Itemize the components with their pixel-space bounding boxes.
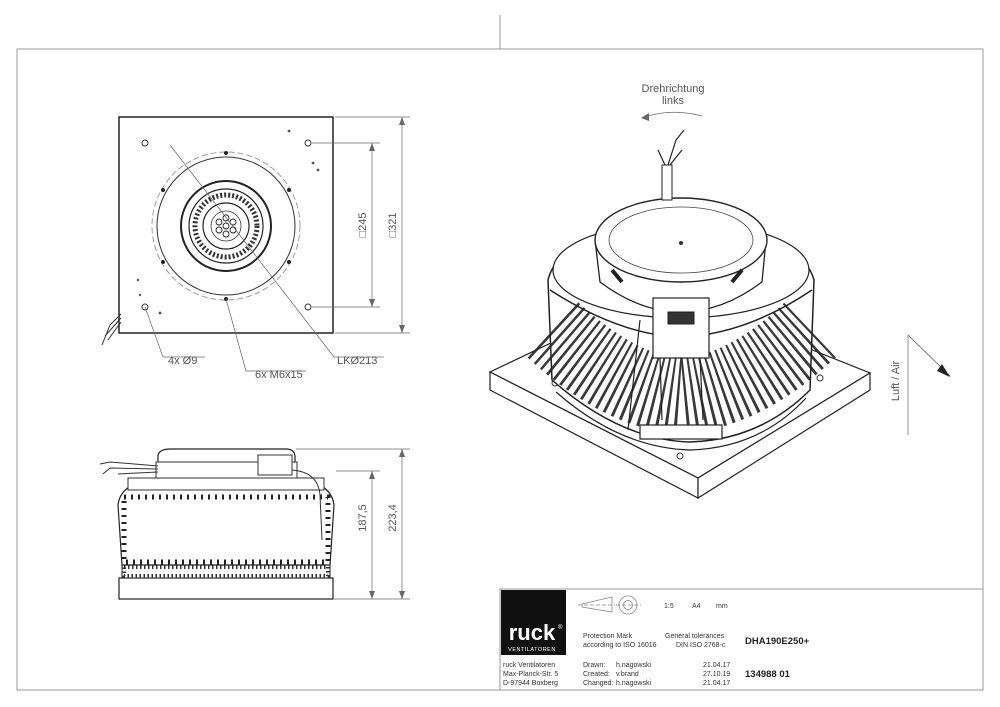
hub-bolts (215, 214, 237, 238)
iso-motor-cap-top (594, 197, 768, 283)
outer-housing-ring (156, 156, 296, 296)
mount-hole (141, 303, 149, 311)
changed-by: h.nagowski (616, 680, 651, 687)
iso-cap-center (679, 241, 683, 245)
top-view: □245 □321 4x Ø9 6x M6x15 LKØ213 (101, 116, 410, 381)
rotation-label-line2: links (662, 95, 685, 107)
changed-date: 21.04.17 (703, 680, 730, 687)
callout-bolt-circle: LKØ213 (337, 355, 377, 367)
side-view: 187,5 223,4 (99, 448, 410, 600)
dim-height-body: 187,5 (357, 504, 369, 532)
iso-motor-cap-inner (608, 206, 754, 274)
paper-size: A4 (692, 603, 701, 610)
mount-hole (304, 303, 312, 311)
motor-hub (202, 202, 250, 250)
dimension-arrows-side (369, 449, 405, 599)
iso-housing-bottom (555, 391, 807, 451)
company-line2: Max-Planck-Str. 5 (503, 671, 558, 678)
callout-holes: 4x Ø9 (168, 355, 197, 367)
rotation-arrow (644, 111, 703, 118)
iso-cable-lines (627, 319, 704, 431)
created-by: v.brand (616, 671, 639, 678)
drawn-date: 21.04.17 (703, 662, 730, 669)
mount-hole (304, 139, 312, 147)
drawn-label: Drawn: (583, 662, 605, 669)
iso-connector-window (667, 311, 695, 325)
company-logo (501, 590, 566, 655)
iso-connector-box (652, 297, 710, 359)
side-connector-box (257, 454, 293, 476)
side-base-plate (118, 577, 334, 600)
tolerances-line2: DIN ISO 2768-c (676, 642, 726, 649)
dim-height-total: 223,4 (387, 504, 399, 532)
part-number: 134988 01 (745, 669, 791, 680)
drawn-by: h.nagowski (616, 662, 651, 669)
callout-threads: 6x M6x15 (255, 369, 303, 381)
side-housing-fins (121, 494, 331, 565)
rotation-arrow-head (641, 113, 649, 121)
bolt-circle (151, 151, 301, 301)
isometric-view: Drehrichtung links Luft / Air (488, 83, 951, 500)
motor-hub-inner (210, 210, 242, 242)
side-upper-band (127, 477, 325, 491)
title-block-frame (499, 588, 984, 691)
created-date: 27.10.19 (703, 671, 730, 678)
impeller-blades (192, 192, 260, 260)
logo-subtitle: VENTILATOREN (508, 647, 556, 653)
company-line1: ruck Ventilatoren (503, 662, 555, 669)
iso-cable-gland (661, 164, 673, 201)
iso-cap-clip (610, 268, 744, 284)
dim-square-inner: □245 (357, 213, 369, 238)
airflow-arrow-head (937, 364, 950, 377)
side-flange-ribs (122, 565, 330, 578)
side-power-cable (99, 461, 159, 475)
logo-text: ruck (509, 620, 556, 645)
small-holes (136, 129, 320, 315)
iso-cable-wires (657, 129, 685, 166)
iso-mount-hole (816, 374, 824, 382)
side-cable-loop (291, 469, 323, 541)
dimension-arrows-top (369, 117, 405, 333)
airflow-label: Luft / Air (890, 360, 902, 401)
logo-registered: ® (558, 624, 563, 631)
iso-lower-bracket (639, 424, 723, 440)
dim-square-outer: □321 (387, 213, 399, 238)
impeller-ring (188, 188, 264, 264)
created-label: Created: (583, 671, 610, 678)
scale: 1:5 (664, 603, 674, 610)
iso-plate-right (697, 371, 871, 500)
power-cable (101, 313, 122, 346)
iso-mount-hole (676, 452, 684, 460)
projection-symbol (578, 595, 641, 615)
side-housing (117, 481, 335, 566)
protection-line2: according to ISO 16016 (583, 642, 657, 649)
company-line3: D-97944 Boxberg (503, 680, 558, 687)
rotation-label-line1: Drehrichtung (642, 83, 705, 95)
model-designation: DHA190E250+ (745, 636, 810, 647)
dimension-lines-top (144, 116, 410, 372)
changed-label: Changed: (583, 680, 613, 687)
title-block: ruck ® VENTILATOREN 1:5 A4 mm Protection… (499, 588, 984, 691)
protection-line1: Protection Mark (583, 633, 633, 640)
mount-hole (141, 139, 149, 147)
inlet-ring (180, 180, 272, 272)
units: mm (716, 603, 728, 610)
tolerances-line1: General tolerances (665, 633, 725, 640)
